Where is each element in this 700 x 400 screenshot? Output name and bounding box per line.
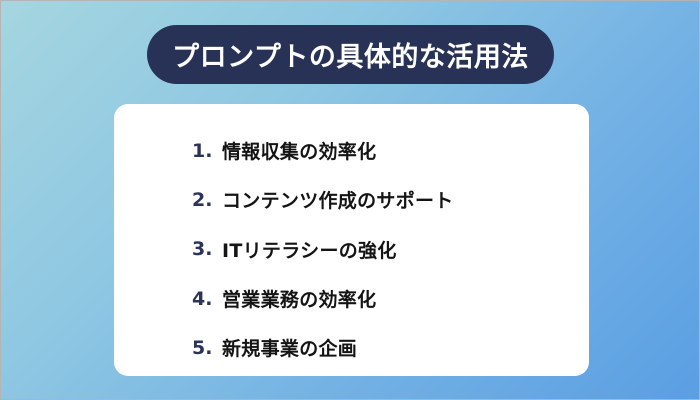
list-item-label: コンテンツ作成のサポート bbox=[222, 190, 454, 213]
list-item: 2. コンテンツ作成のサポート bbox=[192, 175, 454, 224]
list-item-number: 5. bbox=[192, 336, 213, 359]
list-item-label: ITリテラシーの強化 bbox=[222, 239, 397, 262]
list-item-number: 4. bbox=[192, 287, 213, 310]
list-item-label: 新規事業の企画 bbox=[222, 338, 358, 361]
list-item: 1. 情報収集の効率化 bbox=[192, 126, 454, 175]
list-item: 4. 営業業務の効率化 bbox=[192, 274, 454, 323]
page-title: プロンプトの具体的な活用法 bbox=[172, 42, 529, 73]
list-item-number: 1. bbox=[192, 139, 213, 162]
list-item-number: 2. bbox=[192, 188, 213, 211]
content-card: 1. 情報収集の効率化 2. コンテンツ作成のサポート 3. ITリテラシーの強… bbox=[114, 104, 589, 376]
list-item: 3. ITリテラシーの強化 bbox=[192, 225, 454, 274]
list-item-number: 3. bbox=[192, 238, 213, 261]
list-item: 5. 新規事業の企画 bbox=[192, 323, 454, 372]
title-banner: プロンプトの具体的な活用法 bbox=[147, 25, 554, 84]
usage-list: 1. 情報収集の効率化 2. コンテンツ作成のサポート 3. ITリテラシーの強… bbox=[192, 126, 454, 372]
list-item-label: 営業業務の効率化 bbox=[222, 289, 377, 312]
list-item-label: 情報収集の効率化 bbox=[222, 141, 377, 164]
